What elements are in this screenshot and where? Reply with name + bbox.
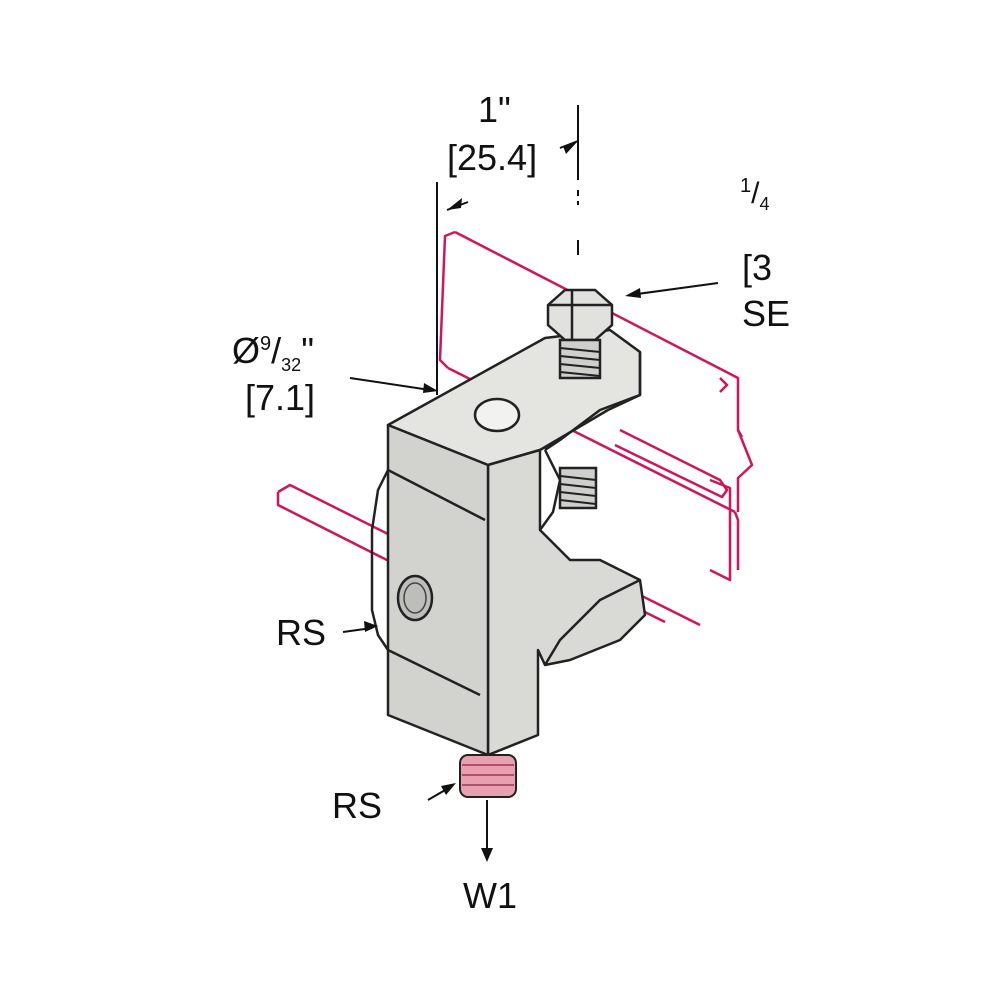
hole-dia-slash: / — [271, 330, 282, 371]
hole-dia-numerator: 9 — [260, 333, 272, 355]
set-screw — [546, 288, 614, 510]
threaded-rod — [459, 754, 517, 798]
dimension-lines — [342, 105, 719, 855]
screw-frac-bottom: 4 — [759, 194, 770, 214]
screw-mm-label: [3 — [742, 247, 773, 288]
screw-frac-top: 1 — [740, 175, 752, 197]
hole-dia-denominator: 32 — [281, 355, 302, 376]
side-threaded-hole — [396, 574, 434, 622]
screw-frac-slash: / — [751, 177, 760, 210]
hole-diameter-label: Ø9/32" — [232, 330, 314, 376]
clamp-body — [370, 328, 647, 757]
rs-side-label: RS — [276, 612, 327, 653]
hole-dia-inch: " — [301, 330, 314, 371]
dimension-arrowheads — [364, 141, 641, 862]
hole-mm-label: [7.1] — [245, 377, 316, 418]
screw-fraction-label: 1/4 — [740, 176, 769, 213]
screw-note-label: SE — [742, 293, 791, 334]
width-mm-label: [25.4] — [447, 137, 538, 178]
rs-bottom-label: RS — [332, 785, 383, 826]
load-w1-label: W1 — [463, 875, 517, 916]
top-hole — [473, 397, 521, 433]
width-inch-label: 1" — [478, 89, 511, 130]
hole-dia-symbol: Ø — [232, 330, 261, 371]
